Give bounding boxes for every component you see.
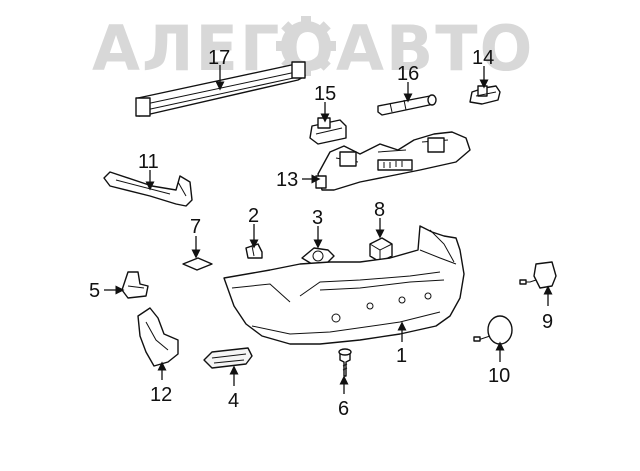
callout-16: 16 xyxy=(397,63,419,85)
leader-lines xyxy=(104,65,553,394)
callout-8: 8 xyxy=(374,199,385,221)
callout-11: 11 xyxy=(138,151,159,173)
part-9-cap xyxy=(519,261,557,289)
watermark-logo: АЛЕГОАВТО xyxy=(92,12,532,85)
part-2-clip xyxy=(245,243,263,259)
part-12-guard xyxy=(137,307,179,367)
callout-9: 9 xyxy=(542,311,553,333)
part-5-bracket xyxy=(121,271,149,299)
callout-5: 5 xyxy=(89,280,100,302)
part-7-pad xyxy=(182,257,213,271)
callout-4: 4 xyxy=(228,390,239,412)
part-13-absorber xyxy=(315,131,471,191)
callout-14: 14 xyxy=(472,47,494,69)
callout-6: 6 xyxy=(338,398,349,420)
callout-7: 7 xyxy=(190,216,201,238)
part-10-cap xyxy=(473,315,513,345)
part-11-side-bracket xyxy=(103,171,193,207)
part-16-rod xyxy=(377,94,437,116)
callout-3: 3 xyxy=(312,207,323,229)
callout-12: 12 xyxy=(150,384,172,406)
callout-15: 15 xyxy=(314,83,336,105)
part-1-bumper-cover xyxy=(223,225,465,345)
part-15-bracket xyxy=(309,117,347,145)
callout-2: 2 xyxy=(248,205,259,227)
callout-1: 1 xyxy=(396,345,407,367)
gear-icon xyxy=(276,16,336,76)
part-4-reflector xyxy=(203,347,253,369)
callout-17: 17 xyxy=(208,47,230,69)
part-6-bolt xyxy=(338,348,352,377)
part-14-bracket xyxy=(469,85,501,105)
callout-10: 10 xyxy=(488,365,510,387)
callout-labels: 17 16 14 15 13 11 7 2 3 8 5 1 9 10 12 4 … xyxy=(89,47,553,420)
callout-13: 13 xyxy=(276,169,298,191)
